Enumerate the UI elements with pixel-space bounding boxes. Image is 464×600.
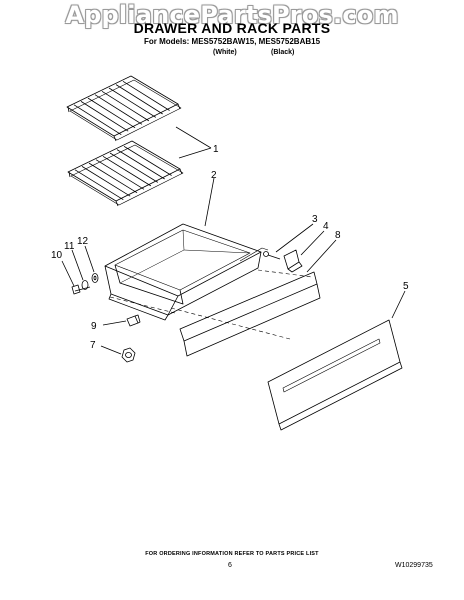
alignment-lines xyxy=(109,269,313,340)
callout-10: 10 xyxy=(51,250,63,261)
oven-rack-upper xyxy=(66,75,182,142)
storage-drawer xyxy=(104,223,269,321)
callout-1: 1 xyxy=(213,144,219,155)
oven-rack-lower xyxy=(67,140,184,207)
callout-12: 12 xyxy=(77,236,89,247)
callout-5: 5 xyxy=(403,281,409,292)
callout-2: 2 xyxy=(211,170,217,181)
bracket-screw xyxy=(263,251,281,260)
callout-11: 11 xyxy=(64,241,75,252)
variant-white-label: (White) xyxy=(213,49,237,56)
stop-nut xyxy=(121,347,136,363)
callout-3: 3 xyxy=(312,214,318,225)
document-number: W10299735 xyxy=(395,562,433,569)
ordering-note: FOR ORDERING INFORMATION REFER TO PARTS … xyxy=(145,551,319,557)
washer xyxy=(81,280,89,290)
page-number: 6 xyxy=(228,562,232,569)
watermark: AppliancePartsPros.com xyxy=(65,1,399,29)
callout-4: 4 xyxy=(323,221,329,232)
drawer-front-trim xyxy=(179,271,321,357)
callout-7: 7 xyxy=(90,340,96,351)
callout-8: 8 xyxy=(335,230,341,241)
screw xyxy=(71,284,91,295)
drawer-clip xyxy=(126,314,141,327)
callout-9: 9 xyxy=(91,321,97,332)
variant-black-label: (Black) xyxy=(271,49,295,56)
spacer-washer xyxy=(91,273,99,283)
drawer-panel xyxy=(267,319,403,431)
drawer-bracket xyxy=(283,249,303,273)
model-subtitle: For Models: MES5752BAW15, MES5752BAB15 xyxy=(143,37,321,46)
page-title: DRAWER AND RACK PARTS xyxy=(133,20,331,36)
